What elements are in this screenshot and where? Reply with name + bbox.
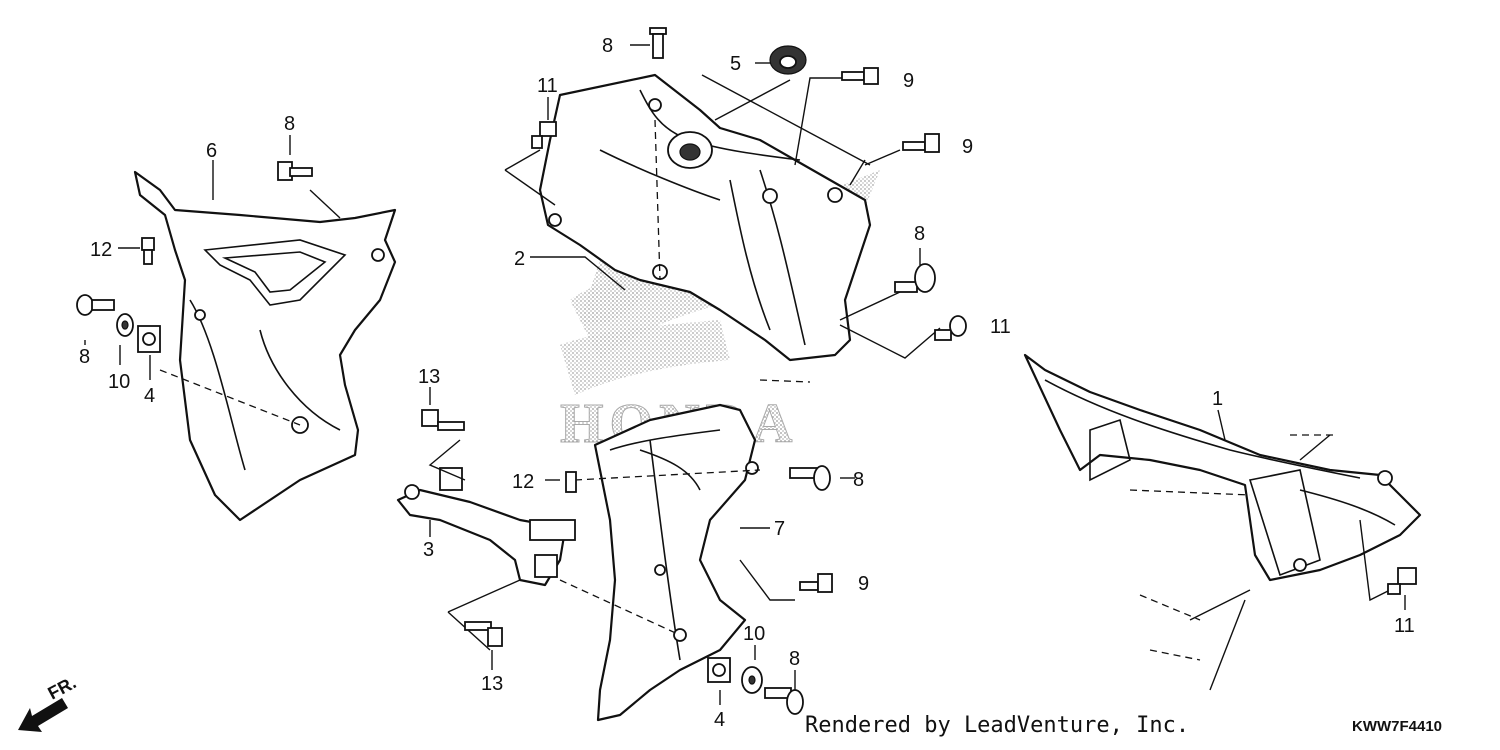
leader-lines xyxy=(84,44,1406,705)
callout-3[interactable]: 3 xyxy=(423,539,434,561)
hardware xyxy=(76,27,1417,715)
callout-7[interactable]: 7 xyxy=(774,518,785,540)
part-2-upper-inner-panel[interactable] xyxy=(538,73,872,362)
callout-5[interactable]: 5 xyxy=(730,53,741,75)
callout-12-left[interactable]: 12 xyxy=(90,239,112,261)
front-arrow-icon xyxy=(18,698,68,732)
bolt-11-right[interactable] xyxy=(1387,567,1417,595)
callout-8-low[interactable]: 8 xyxy=(853,469,864,491)
bolt-12-left[interactable] xyxy=(141,237,155,265)
callout-8-left[interactable]: 8 xyxy=(79,346,90,368)
grommet-5[interactable] xyxy=(769,45,807,75)
bolt-11-top[interactable] xyxy=(531,121,557,149)
bolt-13-top[interactable] xyxy=(421,409,465,431)
bolt-8-top[interactable] xyxy=(649,27,667,59)
rendered-by-credit: Rendered by LeadVenture, Inc. xyxy=(805,713,1189,738)
bolt-9-a[interactable] xyxy=(841,67,879,85)
alignment-lines xyxy=(159,119,1335,661)
bolt-13-bottom[interactable] xyxy=(464,621,503,647)
callout-labels: 8 5 9 11 9 8 6 12 2 8 11 8 10 4 13 1 12 … xyxy=(79,35,1415,731)
callout-10-bottom[interactable]: 10 xyxy=(743,623,765,645)
nut-4-bottom[interactable] xyxy=(707,657,731,683)
front-label: FR. xyxy=(44,672,79,703)
nut-4-left[interactable] xyxy=(137,325,161,353)
part-3-bracket[interactable] xyxy=(396,467,576,587)
washer-10-bottom[interactable] xyxy=(741,666,763,694)
bolt-8-mid[interactable] xyxy=(894,263,936,293)
part-6-left-cowl[interactable] xyxy=(133,170,397,522)
callout-9-a[interactable]: 9 xyxy=(903,70,914,92)
bolt-8-bottom[interactable] xyxy=(764,687,804,715)
callout-8-mid[interactable]: 8 xyxy=(914,223,925,245)
callout-11-mid[interactable]: 11 xyxy=(990,316,1011,338)
callout-11-top[interactable]: 11 xyxy=(537,75,558,97)
callout-6[interactable]: 6 xyxy=(206,140,217,162)
part-1-right-under-cowl[interactable] xyxy=(1023,353,1422,582)
part-7-lower-cowl[interactable] xyxy=(593,403,759,722)
callout-1[interactable]: 1 xyxy=(1212,388,1223,410)
callout-10-left[interactable]: 10 xyxy=(108,371,130,393)
callout-8-top[interactable]: 8 xyxy=(602,35,613,57)
callout-12-mid[interactable]: 12 xyxy=(512,471,534,493)
callout-2[interactable]: 2 xyxy=(514,248,525,270)
callout-9-low[interactable]: 9 xyxy=(858,573,869,595)
bolt-9-low[interactable] xyxy=(799,573,833,593)
washer-10-left[interactable] xyxy=(116,313,134,337)
bolt-8-left-top[interactable] xyxy=(277,161,313,181)
callout-8-left-top[interactable]: 8 xyxy=(284,113,295,135)
callout-8-bottom[interactable]: 8 xyxy=(789,648,800,670)
callout-9-b[interactable]: 9 xyxy=(962,136,973,158)
callout-4-bottom[interactable]: 4 xyxy=(714,709,725,731)
diagram-code: KWW7F4410 xyxy=(1352,718,1442,735)
bolt-8-low[interactable] xyxy=(789,465,831,491)
front-direction-indicator: FR. xyxy=(18,672,79,732)
bolt-12-mid[interactable] xyxy=(565,471,577,493)
bolt-11-mid[interactable] xyxy=(934,315,967,341)
callout-11-right[interactable]: 11 xyxy=(1394,615,1415,637)
bolt-9-b[interactable] xyxy=(902,133,940,153)
callout-13-top[interactable]: 13 xyxy=(418,366,440,388)
callout-4-left[interactable]: 4 xyxy=(144,385,155,407)
bolt-8-left[interactable] xyxy=(76,294,115,316)
callout-13-bottom[interactable]: 13 xyxy=(481,673,503,695)
